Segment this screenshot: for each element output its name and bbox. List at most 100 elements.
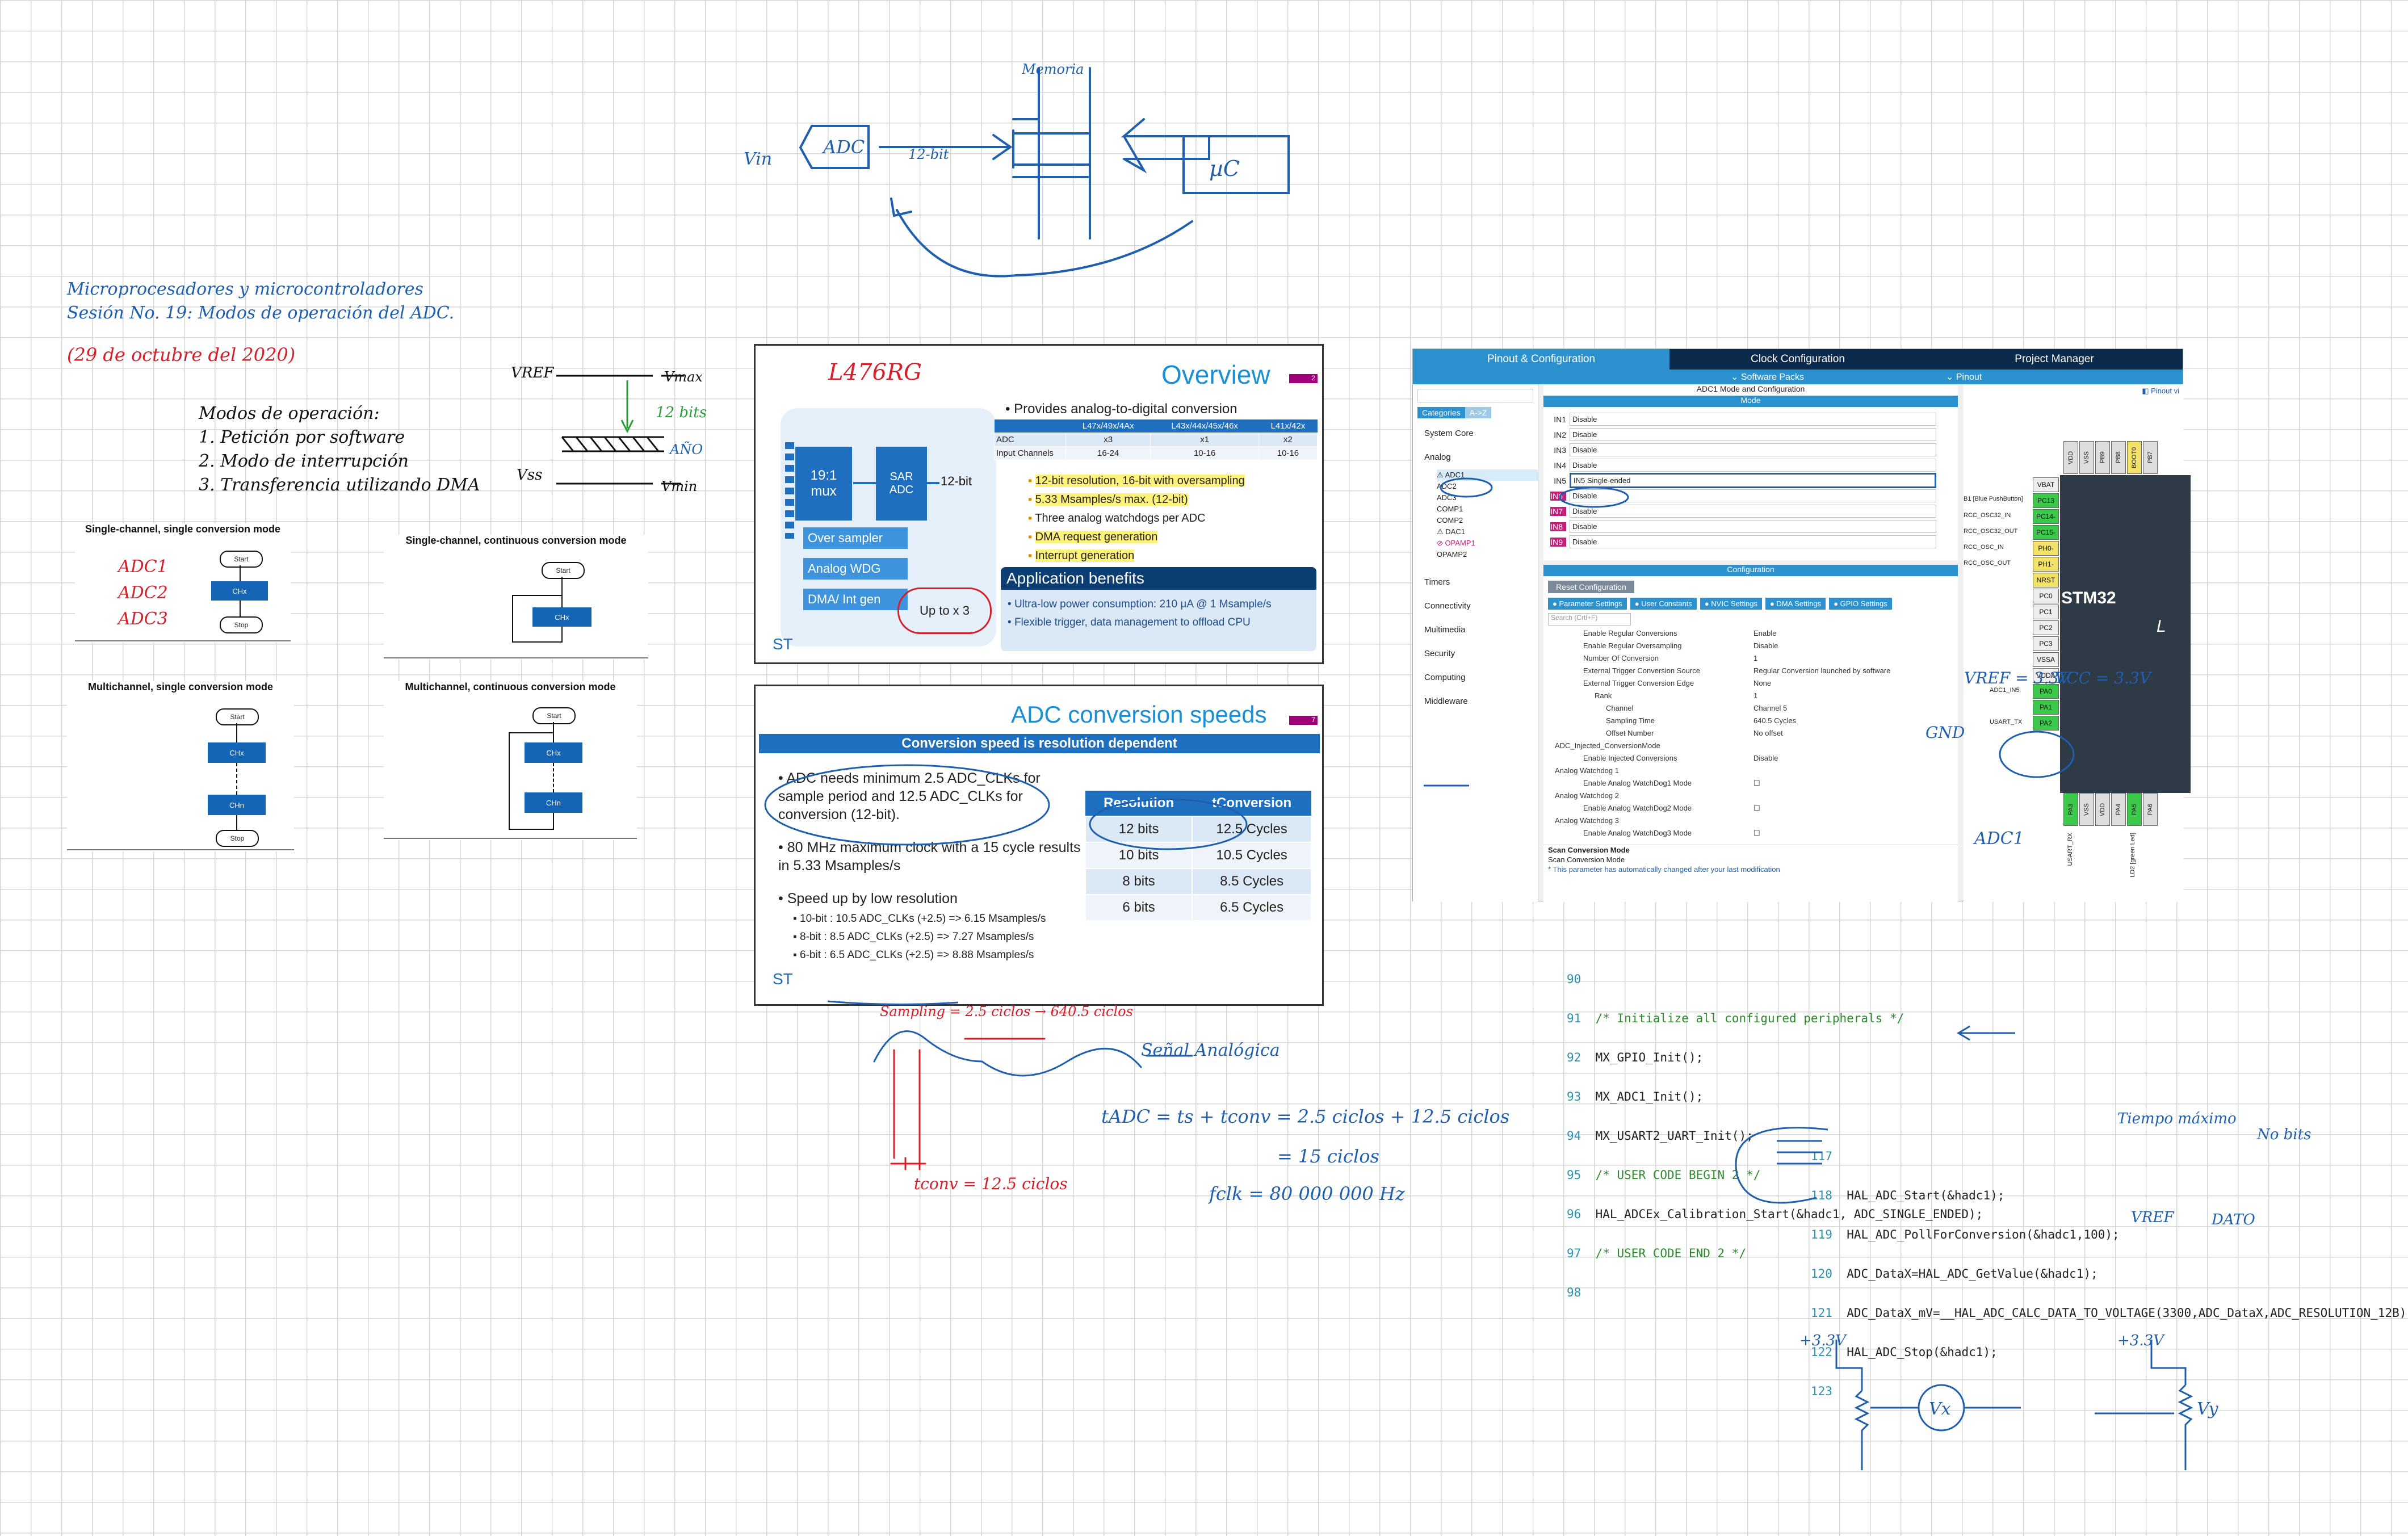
overview-table: L47x/49x/4Ax L43x/44x/45x/46x L41x/42x A…: [994, 419, 1318, 460]
in5-select[interactable]: IN5 Single-ended: [1570, 473, 1936, 488]
category-computing[interactable]: Computing: [1424, 673, 1466, 682]
vref-sketch: VREF Vmax 12 bits AÑO Vss Vmin: [511, 364, 707, 494]
tab-dma-settings[interactable]: ● DMA Settings: [1765, 598, 1826, 610]
chip-series: L: [2157, 617, 2166, 636]
tab-user-constants[interactable]: ● User Constants: [1630, 598, 1697, 610]
start-node: Start: [216, 708, 259, 725]
category-security[interactable]: Security: [1424, 649, 1455, 658]
session-date: (29 de octubre del 2020): [67, 344, 296, 366]
analog-item-comp2[interactable]: COMP2: [1437, 516, 1463, 524]
mode-item: 1. Petición por software: [199, 427, 405, 447]
in8-select[interactable]: Disable: [1570, 520, 1936, 533]
page-number: 2: [1289, 374, 1318, 383]
channel-box: CHx: [532, 607, 591, 627]
bus-label: 12-bit: [908, 146, 949, 162]
category-analog[interactable]: Analog: [1424, 452, 1451, 462]
handwritten-chip: L476RG: [828, 359, 922, 385]
in9-select[interactable]: Disable: [1570, 535, 1936, 548]
overview-bullet: • Provides analog-to-digital conversion: [1005, 401, 1237, 417]
tab-gpio-settings[interactable]: ● GPIO Settings: [1829, 598, 1892, 610]
software-packs-menu[interactable]: ⌄ Software Packs: [1731, 372, 1805, 382]
tab-categories[interactable]: Categories: [1417, 407, 1465, 418]
speeds-annotations: [764, 764, 1248, 1006]
config-search-input[interactable]: Search (Crtl+F): [1548, 613, 1631, 626]
session-title: Sesión No. 19: Modos de operación del AD…: [67, 303, 455, 323]
analog-item-comp1[interactable]: COMP1: [1437, 505, 1463, 513]
category-connectivity[interactable]: Connectivity: [1424, 601, 1471, 611]
cubemx-annotations: [1424, 477, 2075, 787]
mini-diagram-title: Single-channel, single conversion mode: [85, 523, 281, 535]
uc-label: µC: [1209, 156, 1240, 181]
note-dato: DATO: [2212, 1211, 2255, 1228]
in1-select[interactable]: Disable: [1570, 413, 1936, 426]
pinout-menu[interactable]: ⌄ Pinout: [1946, 372, 1982, 382]
adc1-note: ADC1: [1974, 829, 2024, 849]
tab-nvic-settings[interactable]: ● NVIC Settings: [1700, 598, 1762, 610]
cubemx-window: Pinout & Configuration Clock Configurati…: [1412, 349, 2191, 902]
analog-item-opamp1[interactable]: ⊘ OPAMP1: [1437, 539, 1475, 547]
gnd-note: GND: [1925, 723, 1965, 742]
modes-title: Modos de operación:: [199, 404, 380, 423]
page-number: 7: [1289, 716, 1318, 725]
channel-box: CHx: [208, 742, 266, 763]
configuration-panel: Configuration Reset Configuration ● Para…: [1543, 565, 1958, 902]
analog-item-opamp2[interactable]: OPAMP2: [1437, 550, 1467, 559]
note-bits: No bits: [2257, 1126, 2311, 1143]
tadc-eq: tADC = ts + tconv = 2.5 ciclos + 12.5 ci…: [1101, 1106, 1510, 1127]
reset-configuration-button[interactable]: Reset Configuration: [1548, 581, 1634, 593]
tab-az[interactable]: A->Z: [1465, 407, 1492, 418]
channel-box: CHx: [211, 581, 268, 601]
code-init-block: 90 91 /* Initialize all configured perip…: [1567, 972, 1983, 1299]
svg-text:VREF: VREF: [511, 364, 554, 381]
mini-diagram-title: Multichannel, single conversion mode: [87, 681, 274, 693]
tab-project[interactable]: Project Manager: [1926, 349, 2183, 370]
adc-box-label: ADC: [821, 136, 865, 158]
st-logo: ST: [773, 635, 793, 653]
svg-text:12 bits: 12 bits: [656, 404, 707, 421]
in6-select[interactable]: Disable: [1570, 489, 1936, 502]
fclk-eq: fclk = 80 000 000 Hz: [1209, 1183, 1405, 1205]
channel-box: CHn: [525, 792, 582, 813]
overview-slide: L476RG Overview 2 19:1 mux SAR ADC 12-bi…: [754, 344, 1324, 664]
category-multimedia[interactable]: Multimedia: [1424, 625, 1466, 635]
modes-list: Modos de operación: 1. Petición por soft…: [199, 402, 480, 497]
svg-text:Vmax: Vmax: [664, 369, 703, 385]
analog-item-dac1[interactable]: ⚠ DAC1: [1437, 527, 1465, 536]
svg-text:Vss: Vss: [517, 467, 542, 484]
code2-loop-sketch: [1735, 1127, 1828, 1204]
sar-adc-block: SAR ADC: [876, 447, 927, 521]
in3-select[interactable]: Disable: [1570, 443, 1936, 456]
category-search[interactable]: [1417, 389, 1533, 402]
mode-header: Mode: [1543, 396, 1958, 407]
pinout-view-button[interactable]: ◧ Pinout vi: [2142, 387, 2179, 395]
tab-clock[interactable]: Clock Configuration: [1669, 349, 1926, 370]
start-node: Start: [220, 551, 263, 568]
tab-pinout[interactable]: Pinout & Configuration: [1413, 349, 1669, 370]
category-timers[interactable]: Timers: [1424, 577, 1450, 587]
in2-select[interactable]: Disable: [1570, 428, 1936, 441]
note-tiempo: Tiempo máximo: [2117, 1110, 2237, 1127]
chip-label: STM32: [2061, 589, 2116, 607]
speeds-banner: Conversion speed is resolution dependent: [759, 734, 1320, 753]
category-system-core[interactable]: System Core: [1424, 429, 1474, 438]
slide-title: Overview: [1161, 360, 1270, 389]
svg-text:tconv = 12.5 ciclos: tconv = 12.5 ciclos: [914, 1174, 1068, 1193]
dma-int-block: DMA/ Int gen: [803, 589, 908, 610]
mini-diagram-title: Single-channel, continuous conversion mo…: [405, 535, 627, 546]
course-title: Microprocesadores y microcontroladores: [67, 279, 423, 299]
mini-diagram-multi-single: Multichannel, single conversion mode Sta…: [67, 681, 294, 851]
speeds-bullets: • ADC needs minimum 2.5 ADC_CLKs for sam…: [778, 770, 1081, 961]
category-middleware[interactable]: Middleware: [1424, 696, 1468, 706]
tab-parameter-settings[interactable]: ● Parameter Settings: [1548, 598, 1627, 610]
svg-text:Señal Analógica: Señal Analógica: [1141, 1040, 1280, 1060]
mini-diagram-title: Multichannel, continuous conversion mode: [405, 681, 616, 693]
svg-text:Sampling = 2.5 ciclos → 640.5: Sampling = 2.5 ciclos → 640.5 ciclos: [880, 1004, 1133, 1019]
svg-text:Vmin: Vmin: [661, 479, 697, 494]
in4-select[interactable]: Disable: [1570, 459, 1936, 472]
svg-text:AÑO: AÑO: [669, 440, 703, 458]
circuit-sketch: +3.3V +3.3V Vx Vy: [1799, 1332, 2218, 1470]
category-panel: Categories A->Z System Core Analog ⚠ ADC…: [1413, 384, 1538, 902]
channel-box: CHn: [208, 795, 266, 815]
in7-select[interactable]: Disable: [1570, 505, 1936, 518]
